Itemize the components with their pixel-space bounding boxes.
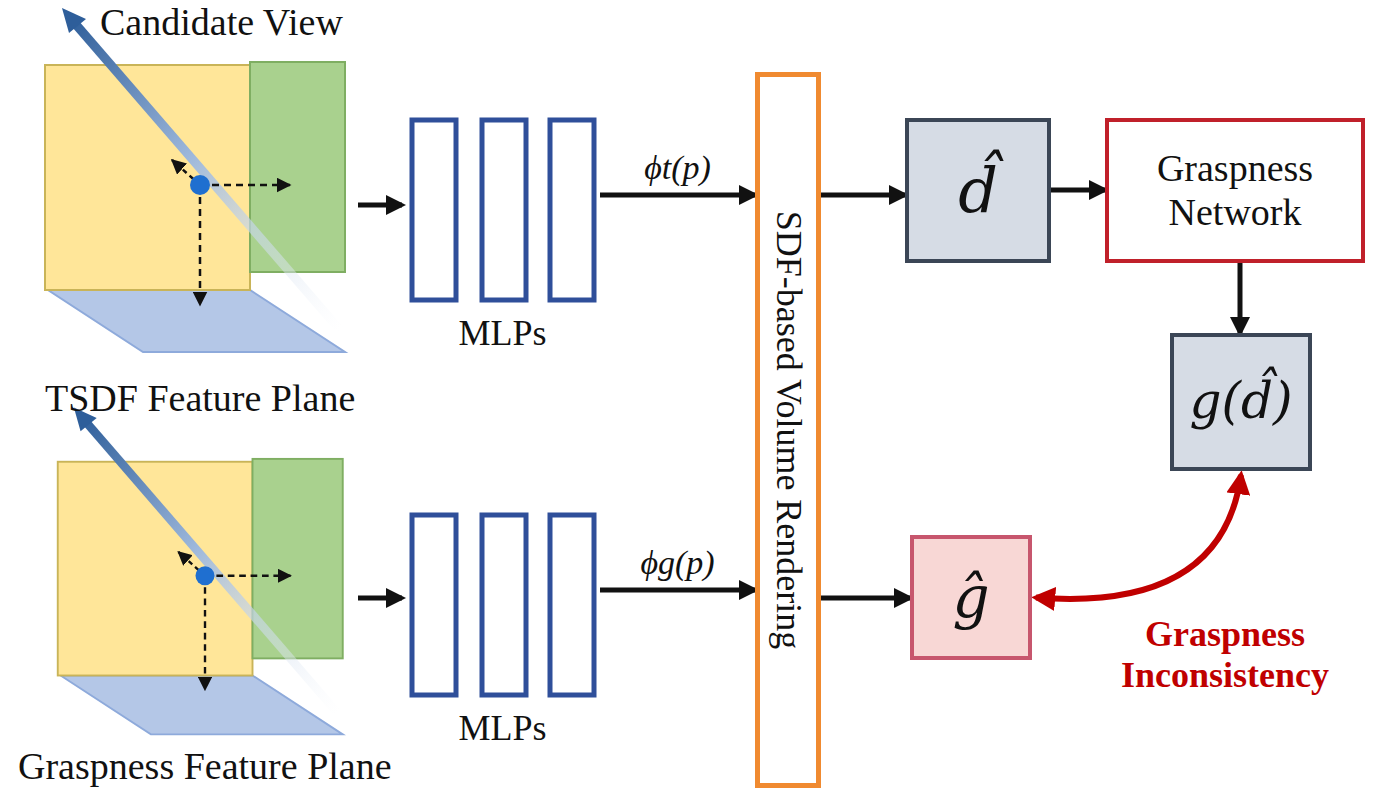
mlp-label: MLPs	[405, 313, 600, 354]
mlp-layers	[405, 510, 600, 700]
depth-box: d̂	[905, 118, 1051, 263]
math-symbol: d̂	[958, 155, 998, 226]
mlp-stack: MLPs	[405, 510, 600, 755]
network-box: Graspness Network	[1105, 118, 1365, 263]
feature-label: ϕg(p)	[640, 543, 714, 582]
flow-arrow	[821, 596, 910, 601]
inconsistency-label: Graspness Inconsistency	[1075, 614, 1375, 697]
graspness-output-box: g(d̂)	[1170, 333, 1312, 471]
volume-rendering-box: SDF-based Volume Rendering	[755, 72, 821, 788]
math-symbol: ĝ	[952, 564, 989, 631]
box-label: Graspness Network	[1121, 147, 1349, 234]
flow-arrow	[600, 193, 755, 198]
flow-arrow	[1051, 188, 1105, 193]
plane-label: Candidate View	[100, 2, 343, 44]
flow-arrow	[821, 193, 905, 198]
inconsistency-arrow	[1036, 475, 1241, 599]
math-symbol: g(d̂)	[1189, 373, 1292, 431]
mlp-label: MLPs	[405, 708, 600, 749]
plane-label: TSDF Feature Plane	[45, 378, 355, 420]
flow-arrow	[600, 588, 755, 593]
rendering-label: SDF-based Volume Rendering	[767, 211, 808, 650]
graspness-render-box: ĝ	[910, 535, 1032, 660]
flow-arrow	[1238, 263, 1243, 333]
mlp-stack: MLPs	[405, 115, 600, 360]
plane-label: Graspness Feature Plane	[18, 746, 392, 788]
feature-label: ϕt(p)	[644, 148, 711, 187]
mlp-layers	[405, 115, 600, 305]
